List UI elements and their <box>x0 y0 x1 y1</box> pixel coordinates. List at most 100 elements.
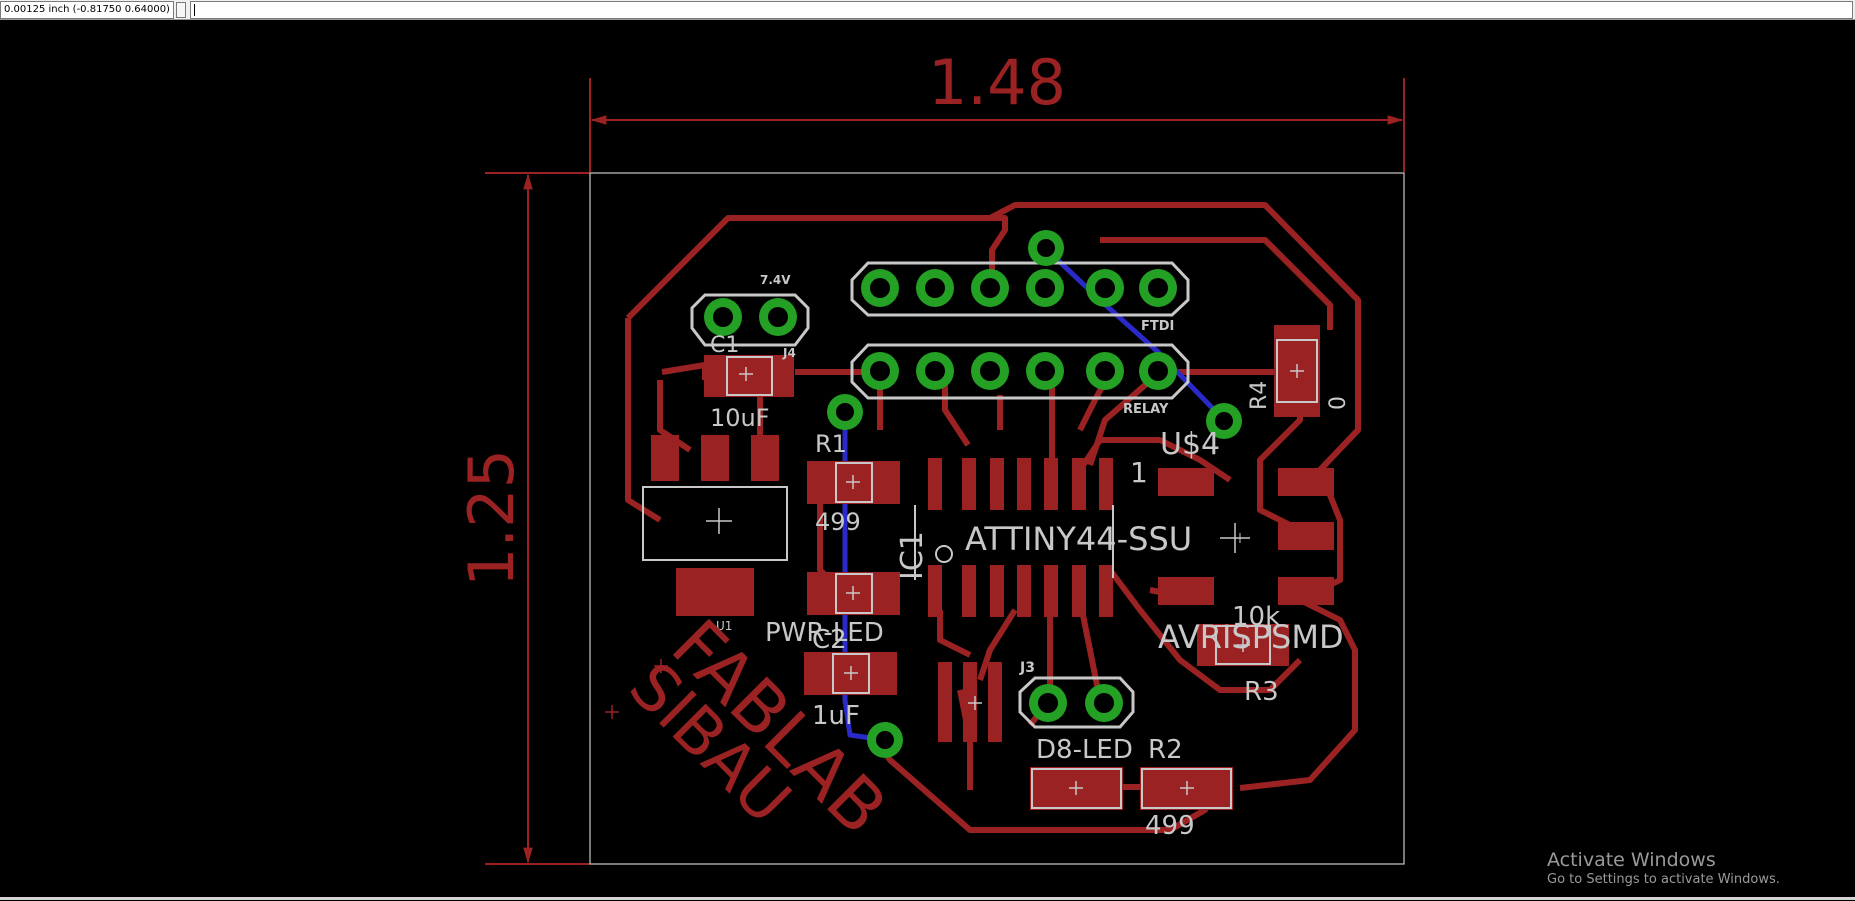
label-r1: R1 <box>815 430 847 458</box>
trace-ic-r3 <box>1107 568 1303 693</box>
text-caret <box>194 4 195 16</box>
ic1-pad-bot-4 <box>1017 565 1031 617</box>
coordinate-readout: 0.00125 inch (-0.81750 0.64000) <box>0 1 174 19</box>
label-r3: R3 <box>1244 677 1279 707</box>
ic1-pad-top-5 <box>1044 458 1058 510</box>
r2-silk <box>1141 768 1232 809</box>
ic1-pad-bot-7 <box>1099 565 1113 617</box>
pwr-led-silk <box>835 573 873 614</box>
label-ic1-value: ATTINY44-SSU <box>965 520 1192 558</box>
ic1-pad-top-7 <box>1099 458 1113 510</box>
width-dimension[interactable] <box>589 78 1405 172</box>
ic1-pin1-mark <box>935 545 953 563</box>
ic1-pad-top-4 <box>1017 458 1031 510</box>
label-r4: R4 <box>1247 381 1272 410</box>
label-r2: R2 <box>1148 735 1183 765</box>
u1-silk <box>642 486 788 561</box>
avrisp-pad-2 <box>1278 522 1334 550</box>
trace-right-bottom <box>1239 597 1358 791</box>
ftdi-outline <box>850 261 1190 317</box>
c2-silk <box>832 653 870 694</box>
usd4-pad-1 <box>1158 468 1214 496</box>
board-editor-canvas[interactable]: 1.48 1.25 <box>0 20 1855 897</box>
label-7v4: 7.4V <box>760 273 791 287</box>
ic1-pad-bot-2 <box>962 565 976 617</box>
r1-silk <box>835 462 873 503</box>
label-avrisp: AVRISPSMD <box>1158 618 1344 656</box>
label-pin1: 1 <box>1130 456 1148 489</box>
label-u1: U1 <box>716 619 732 633</box>
watermark-subtitle: Go to Settings to activate Windows. <box>1547 872 1780 887</box>
label-relay: RELAY <box>1123 402 1169 417</box>
ic1-pad-bot-6 <box>1072 565 1086 617</box>
label-j4: J4 <box>782 346 796 360</box>
u1-pad-3 <box>751 435 779 481</box>
label-c2-value: 1uF <box>812 701 860 731</box>
height-dimension[interactable] <box>485 172 590 865</box>
command-toolbar: 0.00125 inch (-0.81750 0.64000) <box>0 0 1855 20</box>
ic1-pad-bot-5 <box>1044 565 1058 617</box>
label-r3-value: 10k <box>1232 602 1280 632</box>
avrisp-pad-1 <box>1278 468 1334 496</box>
label-usd4: U$4 <box>1160 427 1220 462</box>
origin-crosses <box>706 364 1304 795</box>
d8-led-silk <box>1031 768 1122 809</box>
relay-outline <box>850 343 1190 400</box>
u1-pad-2 <box>701 435 729 481</box>
ic1-extra-pad-2 <box>963 662 977 742</box>
ic1-pad-top-6 <box>1072 458 1086 510</box>
height-dimension-label: 1.25 <box>455 449 528 587</box>
j4-outline <box>690 293 810 347</box>
trace-reg-left <box>657 380 692 453</box>
label-c1-value: 10uF <box>710 404 770 432</box>
trace-left-vertical <box>625 318 662 523</box>
u1-pad-1 <box>651 435 679 481</box>
width-dimension-label: 1.48 <box>928 46 1066 119</box>
ic1-pad-bot-3 <box>990 565 1004 617</box>
trace-ic-right-top <box>1077 437 1232 483</box>
label-r1-value: 499 <box>815 508 861 536</box>
trace-bottom-top-right <box>1043 246 1224 420</box>
u1-tab-pad <box>676 568 754 616</box>
label-c2: C2 <box>812 625 847 655</box>
status-strip <box>0 897 1855 900</box>
avrisp-pad-4 <box>1158 577 1214 605</box>
label-pwr-led: PWR-LED <box>765 618 884 648</box>
c1-body <box>704 355 794 397</box>
activation-watermark: Activate Windows Go to Settings to activ… <box>1547 849 1780 889</box>
c1-silk <box>726 356 773 396</box>
label-ic1: IC1 <box>895 531 930 580</box>
ic1-pad-top-1 <box>928 458 942 510</box>
trace-ftdi-right <box>1100 237 1333 330</box>
trace-gnd-top-left <box>625 215 990 321</box>
ic1-extra-pad-3 <box>988 662 1002 742</box>
board-outline[interactable] <box>589 172 1405 865</box>
j3-outline <box>1018 676 1135 729</box>
label-r2-value: 499 <box>1145 811 1195 841</box>
ic1-pad-top-2 <box>962 458 976 510</box>
origin-crosses-red <box>605 659 668 719</box>
label-r4-value: 0 <box>1326 396 1351 410</box>
watermark-title: Activate Windows <box>1547 849 1716 871</box>
cursor-crosshair <box>1235 533 1245 543</box>
label-j3: J3 <box>1019 660 1035 676</box>
grid-toggle-button[interactable] <box>176 2 186 18</box>
connector-outlines <box>690 261 1190 729</box>
trace-ic-c2 <box>977 608 1018 681</box>
trace-top-right <box>988 202 1361 473</box>
trace-c1-left <box>661 362 708 380</box>
label-c1: C1 <box>710 333 739 358</box>
ic1-extra-pad-1 <box>938 662 952 742</box>
label-d8-led: D8-LED <box>1036 735 1133 765</box>
r4-silk <box>1276 339 1318 403</box>
avrisp-pad-3 <box>1278 577 1334 605</box>
r3-silk <box>1215 625 1271 665</box>
smd-pads[interactable] <box>651 325 1334 810</box>
ic1-pad-bot-1 <box>928 565 942 617</box>
ic1-pad-top-3 <box>990 458 1004 510</box>
command-line-input[interactable] <box>190 1 1853 19</box>
pad-holes <box>713 239 1233 749</box>
label-ftdi: FTDI <box>1141 319 1174 334</box>
trace-ic-left-bottom <box>937 610 972 658</box>
silkscreen-labels: 7.4V C1 J4 10uF FTDI RELAY R4 0 U$4 R1 4… <box>710 273 1351 841</box>
